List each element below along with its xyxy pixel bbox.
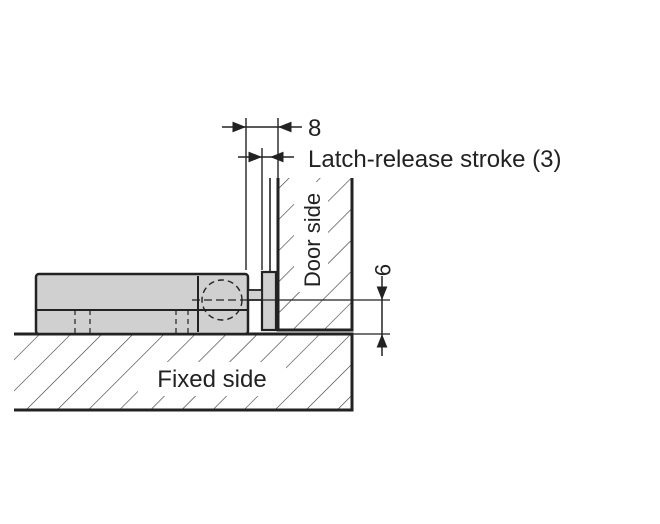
dimension-9 [262, 276, 390, 356]
fixed-side-label: Fixed side [157, 366, 266, 393]
latch-body [34, 272, 263, 336]
latch-stroke-label: Latch-release stroke (3) [308, 146, 561, 173]
door-side-label: Door side [300, 193, 325, 287]
dim-9-label: 9 [370, 264, 395, 276]
extension-lines [245, 118, 279, 270]
door-side-block [260, 178, 354, 332]
dim-8-label: 8 [308, 115, 321, 142]
fixed-side-block [14, 332, 354, 412]
